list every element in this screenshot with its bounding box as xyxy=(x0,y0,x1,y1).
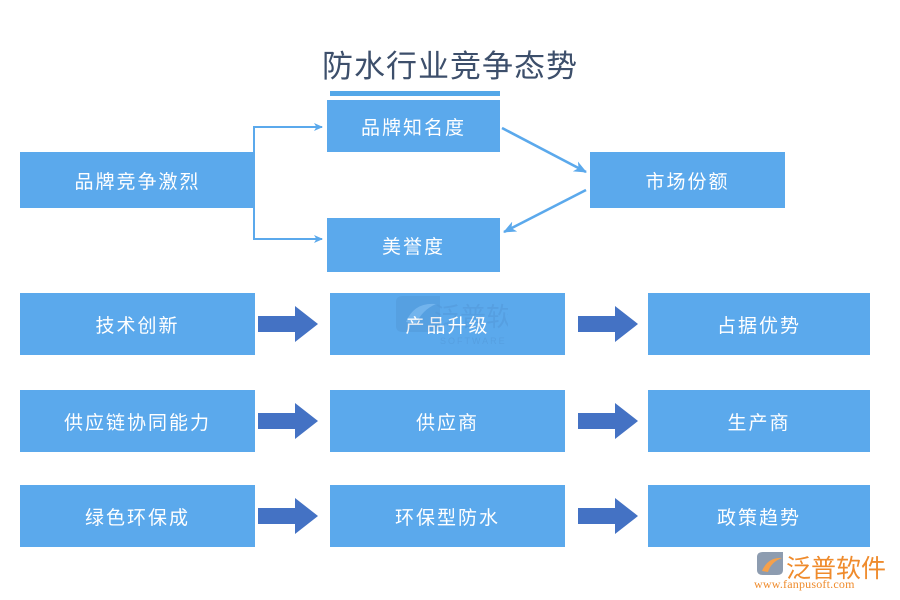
box-reputation[interactable]: 美誉度 xyxy=(327,218,500,272)
block-arrow-row2-1 xyxy=(258,403,318,439)
box-row3-col2[interactable]: 环保型防水 xyxy=(330,485,565,547)
box-row2-col2[interactable]: 供应商 xyxy=(330,390,565,452)
box-brand-awareness[interactable]: 品牌知名度 xyxy=(327,100,500,152)
box-row1-col2[interactable]: 产品升级 xyxy=(330,293,565,355)
box-row1-col1[interactable]: 技术创新 xyxy=(20,293,255,355)
connector-source-to-reputation xyxy=(253,179,323,243)
logo-mark-icon xyxy=(757,552,783,575)
box-row3-col1[interactable]: 绿色环保成 xyxy=(20,485,255,547)
block-arrow-row2-2 xyxy=(578,403,638,439)
box-row2-col3[interactable]: 生产商 xyxy=(648,390,870,452)
box-market-share[interactable]: 市场份额 xyxy=(590,152,785,208)
page-title: 防水行业竞争态势 xyxy=(322,49,578,85)
box-row2-col1[interactable]: 供应链协同能力 xyxy=(20,390,255,452)
block-arrow-row3-1 xyxy=(258,498,318,534)
box-brand-competition-intense[interactable]: 品牌竞争激烈 xyxy=(20,152,255,208)
box-row1-col3[interactable]: 占据优势 xyxy=(648,293,870,355)
logo-brand-text: 泛普软件 xyxy=(786,554,887,583)
brand-logo: 泛普软件 www.fanpusoft.com xyxy=(752,550,894,594)
block-arrow-row1-1 xyxy=(258,306,318,342)
connector-source-to-brand-awareness xyxy=(253,123,323,181)
title-underline xyxy=(330,91,500,96)
box-row3-col3[interactable]: 政策趋势 xyxy=(648,485,870,547)
connector-brand-awareness-to-market-share xyxy=(501,126,587,174)
block-arrow-row1-2 xyxy=(578,306,638,342)
block-arrow-row3-2 xyxy=(578,498,638,534)
logo-url-text: www.fanpusoft.com xyxy=(754,577,855,591)
connector-market-share-to-reputation xyxy=(503,188,587,234)
